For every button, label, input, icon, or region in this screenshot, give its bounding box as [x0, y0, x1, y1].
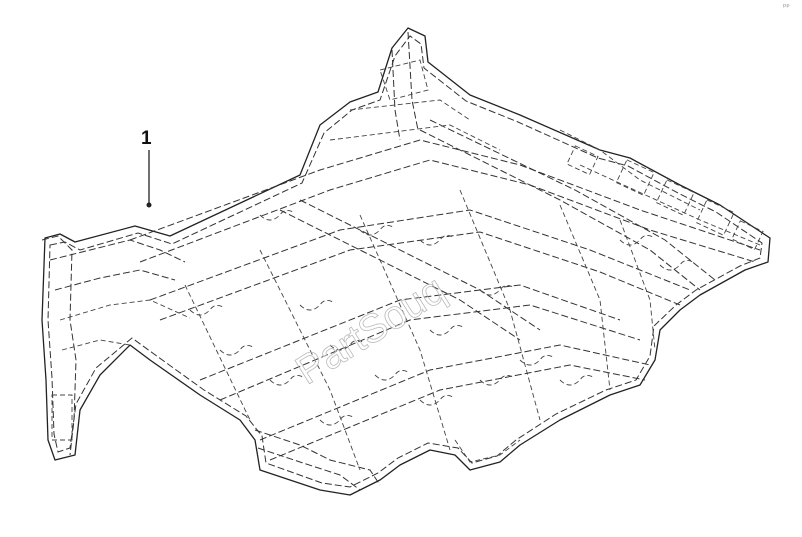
rear-flange: [566, 145, 764, 251]
floor-rails: [129, 139, 761, 471]
cross-members: [279, 119, 761, 341]
callout-number-1[interactable]: 1: [141, 128, 152, 149]
floor-pan-outline: [41, 27, 771, 496]
stamped-features: [189, 210, 696, 426]
rear-upright: [329, 31, 501, 151]
front-left-bracket: [41, 235, 191, 456]
watermark: PartSouq: [288, 267, 453, 393]
callout-1-leader: [146, 150, 152, 208]
corner-mark: ᵖᵖ: [783, 2, 790, 11]
front-lower-panel: [254, 429, 521, 491]
